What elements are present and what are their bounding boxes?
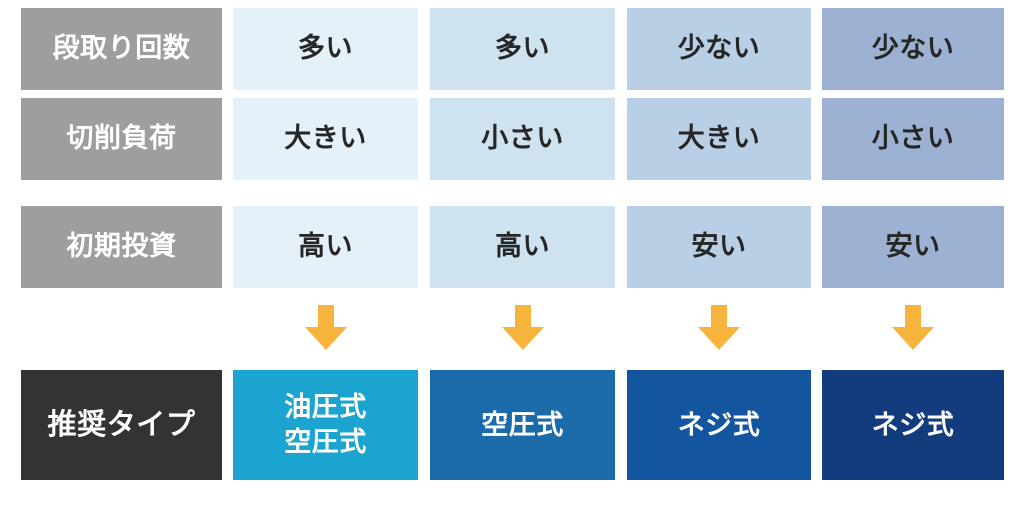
row-label-cutting-load: 切削負荷 bbox=[21, 98, 222, 180]
attr-cell-cutting-load-col3: 大きい bbox=[627, 98, 811, 180]
row-label-setup-count: 段取り回数 bbox=[21, 8, 222, 90]
attr-cell-initial-investment-col4: 安い bbox=[822, 206, 1004, 288]
result-cell-line: ネジ式 bbox=[871, 409, 955, 440]
attr-cell-initial-investment-col2: 高い bbox=[430, 206, 615, 288]
arrow-down-icon bbox=[890, 305, 936, 351]
attr-cell-setup-count-col2: 多い bbox=[430, 8, 615, 90]
result-cell-col3: ネジ式 bbox=[627, 370, 811, 480]
result-cell-line: ネジ式 bbox=[677, 409, 761, 440]
arrow-down-icon bbox=[303, 305, 349, 351]
result-cell-col4: ネジ式 bbox=[822, 370, 1004, 480]
attr-cell-setup-count-col3: 少ない bbox=[627, 8, 811, 90]
arrow-down-icon bbox=[696, 305, 742, 351]
attr-cell-cutting-load-col4: 小さい bbox=[822, 98, 1004, 180]
result-row-label: 推奨タイプ bbox=[21, 370, 222, 480]
result-cell-line: 空圧式 bbox=[481, 409, 564, 440]
result-cell-line: 油圧式 bbox=[284, 392, 367, 423]
result-cell-col1: 油圧式空圧式 bbox=[233, 370, 418, 480]
result-cell-line: 空圧式 bbox=[284, 427, 367, 457]
attr-cell-initial-investment-col1: 高い bbox=[233, 206, 418, 288]
attr-cell-cutting-load-col1: 大きい bbox=[233, 98, 418, 180]
row-label-initial-investment: 初期投資 bbox=[21, 206, 222, 288]
attr-cell-cutting-load-col2: 小さい bbox=[430, 98, 615, 180]
arrow-down-icon bbox=[500, 305, 546, 351]
attr-cell-setup-count-col1: 多い bbox=[233, 8, 418, 90]
attr-cell-setup-count-col4: 少ない bbox=[822, 8, 1004, 90]
attr-cell-initial-investment-col3: 安い bbox=[627, 206, 811, 288]
result-cell-col2: 空圧式 bbox=[430, 370, 615, 480]
